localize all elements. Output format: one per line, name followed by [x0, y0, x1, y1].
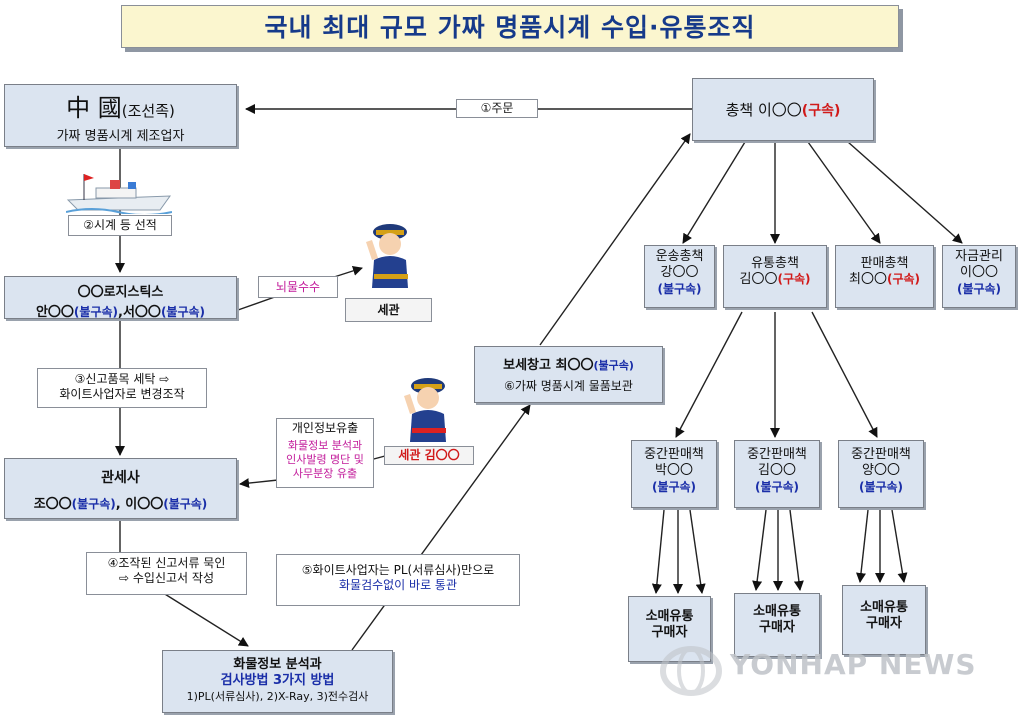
funds-manager-box: 자금관리 이〇〇 (불구속): [942, 245, 1016, 308]
logistics-sep: ,: [118, 305, 123, 320]
retail1-title: 소매유통: [645, 609, 694, 624]
step4-line-2: ⇨ 수입신고서 작성: [119, 571, 214, 585]
sales-chief-box: 판매총책 최〇〇(구속): [835, 245, 934, 308]
leak-title: 개인정보유출: [291, 421, 359, 435]
leak-line-1: 화물정보 분석과: [287, 439, 363, 452]
mid1-person: 박〇〇: [655, 463, 693, 479]
ringleader-name: 총책 이〇〇: [725, 101, 802, 119]
broker-status-1: (불구속): [71, 497, 116, 511]
broker-person-2: 이〇〇: [125, 497, 164, 512]
china-sub: (조선족): [121, 102, 175, 120]
step3-line-1: ③신고품목 세탁 ⇨: [74, 372, 170, 386]
logistics-company-box: 〇〇로지스틱스 안〇〇(불구속),서〇〇(불구속): [4, 276, 237, 320]
mid-seller-box-3: 중간판매책 양〇〇 (불구속): [838, 440, 924, 508]
mid2-person: 김〇〇: [758, 463, 796, 479]
ship-icon: [66, 174, 172, 214]
step5-line-2: 화물검수없이 바로 통관: [338, 578, 458, 592]
broker-status-2: (불구속): [163, 497, 208, 511]
customs-officer-kim-text: 세관 김〇〇: [398, 448, 460, 462]
funds-status: (불구속): [956, 281, 1002, 296]
china-heading: 中 國: [66, 94, 122, 122]
retail1-buyer: 구매자: [651, 625, 688, 641]
retail3-title: 소매유통: [860, 600, 908, 615]
step5-note: ⑤화이트사업자는 PL(서류심사)만으로 화물검수없이 바로 통관: [276, 554, 520, 606]
mid-seller-box-1: 중간판매책 박〇〇 (불구속): [631, 440, 717, 508]
transport-status: (불구속): [657, 281, 702, 296]
logistics-name: 〇〇로지스틱스: [77, 285, 164, 300]
leak-line-3: 사무분장 유출: [292, 466, 358, 480]
inspection-line-3: 1)PL(서류심사), 2)X-Ray, 3)전수검사: [186, 689, 369, 703]
distribution-title: 유통총책: [751, 256, 799, 271]
step3-line-2: 화이트사업자로 변경조작: [59, 387, 185, 401]
distribution-status: (구속): [777, 272, 811, 287]
step5-line-1: ⑤화이트사업자는 PL(서류심사)만으로: [301, 563, 495, 577]
ship-label: ②시계 등 선적: [68, 215, 172, 236]
transport-chief-box: 운송총책 강〇〇 (불구속): [644, 245, 715, 308]
funds-person: 이〇〇: [960, 265, 998, 281]
mid1-title: 중간판매책: [644, 447, 704, 462]
transport-title: 운송총책: [655, 249, 704, 264]
leak-line-2: 인사발령 명단 및: [286, 452, 364, 466]
sales-person: 최〇〇: [848, 272, 887, 288]
transport-person: 강〇〇: [660, 265, 699, 281]
inspection-line-2: 검사방법 3가지 방법: [220, 673, 335, 689]
mid2-title: 중간판매책: [747, 447, 807, 462]
warehouse-person: 보세창고 최〇〇: [503, 358, 594, 373]
mid-seller-box-2: 중간판매책 김〇〇 (불구속): [734, 440, 820, 508]
logistics-person-2: 서〇〇: [122, 305, 161, 320]
personal-info-leak-note: 개인정보유출 화물정보 분석과 인사발령 명단 및 사무분장 유출: [276, 418, 374, 488]
sales-title: 판매총책: [860, 256, 909, 271]
bonded-warehouse-box: 보세창고 최〇〇(불구속) ⑥가짜 명품시계 물품보관: [474, 346, 663, 403]
retail-buyer-box-2: 소매유통 구매자: [734, 593, 820, 657]
retail2-title: 소매유통: [753, 604, 801, 619]
watermark: YONHAP NEWS: [730, 648, 977, 681]
warehouse-status: (불구속): [593, 359, 634, 372]
broker-name: 관세사: [101, 470, 140, 486]
warehouse-desc: ⑥가짜 명품시계 물품보관: [504, 379, 633, 393]
retail-buyer-box-3: 소매유통 구매자: [842, 585, 926, 655]
sales-status: (구속): [886, 272, 921, 287]
mid3-status: (불구속): [858, 479, 904, 494]
distribution-chief-box: 유통총책 김〇〇(구속): [723, 245, 827, 308]
customs-officer-label: 세관: [345, 298, 432, 322]
mid2-status: (불구속): [754, 479, 800, 494]
ringleader-status: (구속): [801, 103, 841, 119]
retail3-buyer: 구매자: [866, 616, 902, 632]
broker-person-1: 조〇〇: [33, 497, 72, 512]
inspection-line-1: 화물정보 분석과: [233, 657, 322, 672]
retail2-buyer: 구매자: [759, 620, 795, 636]
customs-broker-box: 관세사 조〇〇(불구속), 이〇〇(불구속): [4, 458, 237, 519]
distribution-person: 김〇〇: [739, 272, 778, 288]
ringleader-box: 총책 이〇〇(구속): [692, 78, 874, 141]
step3-note: ③신고품목 세탁 ⇨ 화이트사업자로 변경조작: [37, 368, 207, 408]
customs-officer-icon: [366, 224, 408, 288]
page-title: 국내 최대 규모 가짜 명품시계 수입·유통조직: [121, 5, 899, 48]
bribe-label: 뇌물수수: [258, 276, 338, 298]
china-manufacturer-box: 中 國(조선족) 가짜 명품시계 제조업자: [4, 84, 237, 147]
yonhap-logo-icon: [660, 646, 722, 696]
mid3-title: 중간판매책: [851, 447, 911, 462]
logistics-status-2: (불구속): [160, 305, 206, 319]
mid3-person: 양〇〇: [862, 463, 900, 479]
logistics-status-1: (불구속): [73, 305, 119, 319]
step4-line-1: ④조작된 신고서류 묵인: [107, 556, 226, 570]
mid1-status: (불구속): [651, 479, 697, 494]
cargo-inspection-box: 화물정보 분석과 검사방법 3가지 방법 1)PL(서류심사), 2)X-Ray…: [162, 650, 393, 713]
funds-title: 자금관리: [955, 249, 1003, 264]
step4-note: ④조작된 신고서류 묵인 ⇨ 수입신고서 작성: [86, 552, 247, 595]
logistics-person-1: 안〇〇: [35, 305, 74, 320]
order-label: ①주문: [456, 99, 538, 118]
retail-buyer-box-1: 소매유통 구매자: [628, 596, 711, 662]
customs-officer-kim-icon: [404, 378, 446, 442]
broker-sep: ,: [115, 497, 121, 512]
customs-officer-kim-label: 세관 김〇〇: [384, 446, 474, 465]
china-desc: 가짜 명품시계 제조업자: [56, 129, 185, 144]
